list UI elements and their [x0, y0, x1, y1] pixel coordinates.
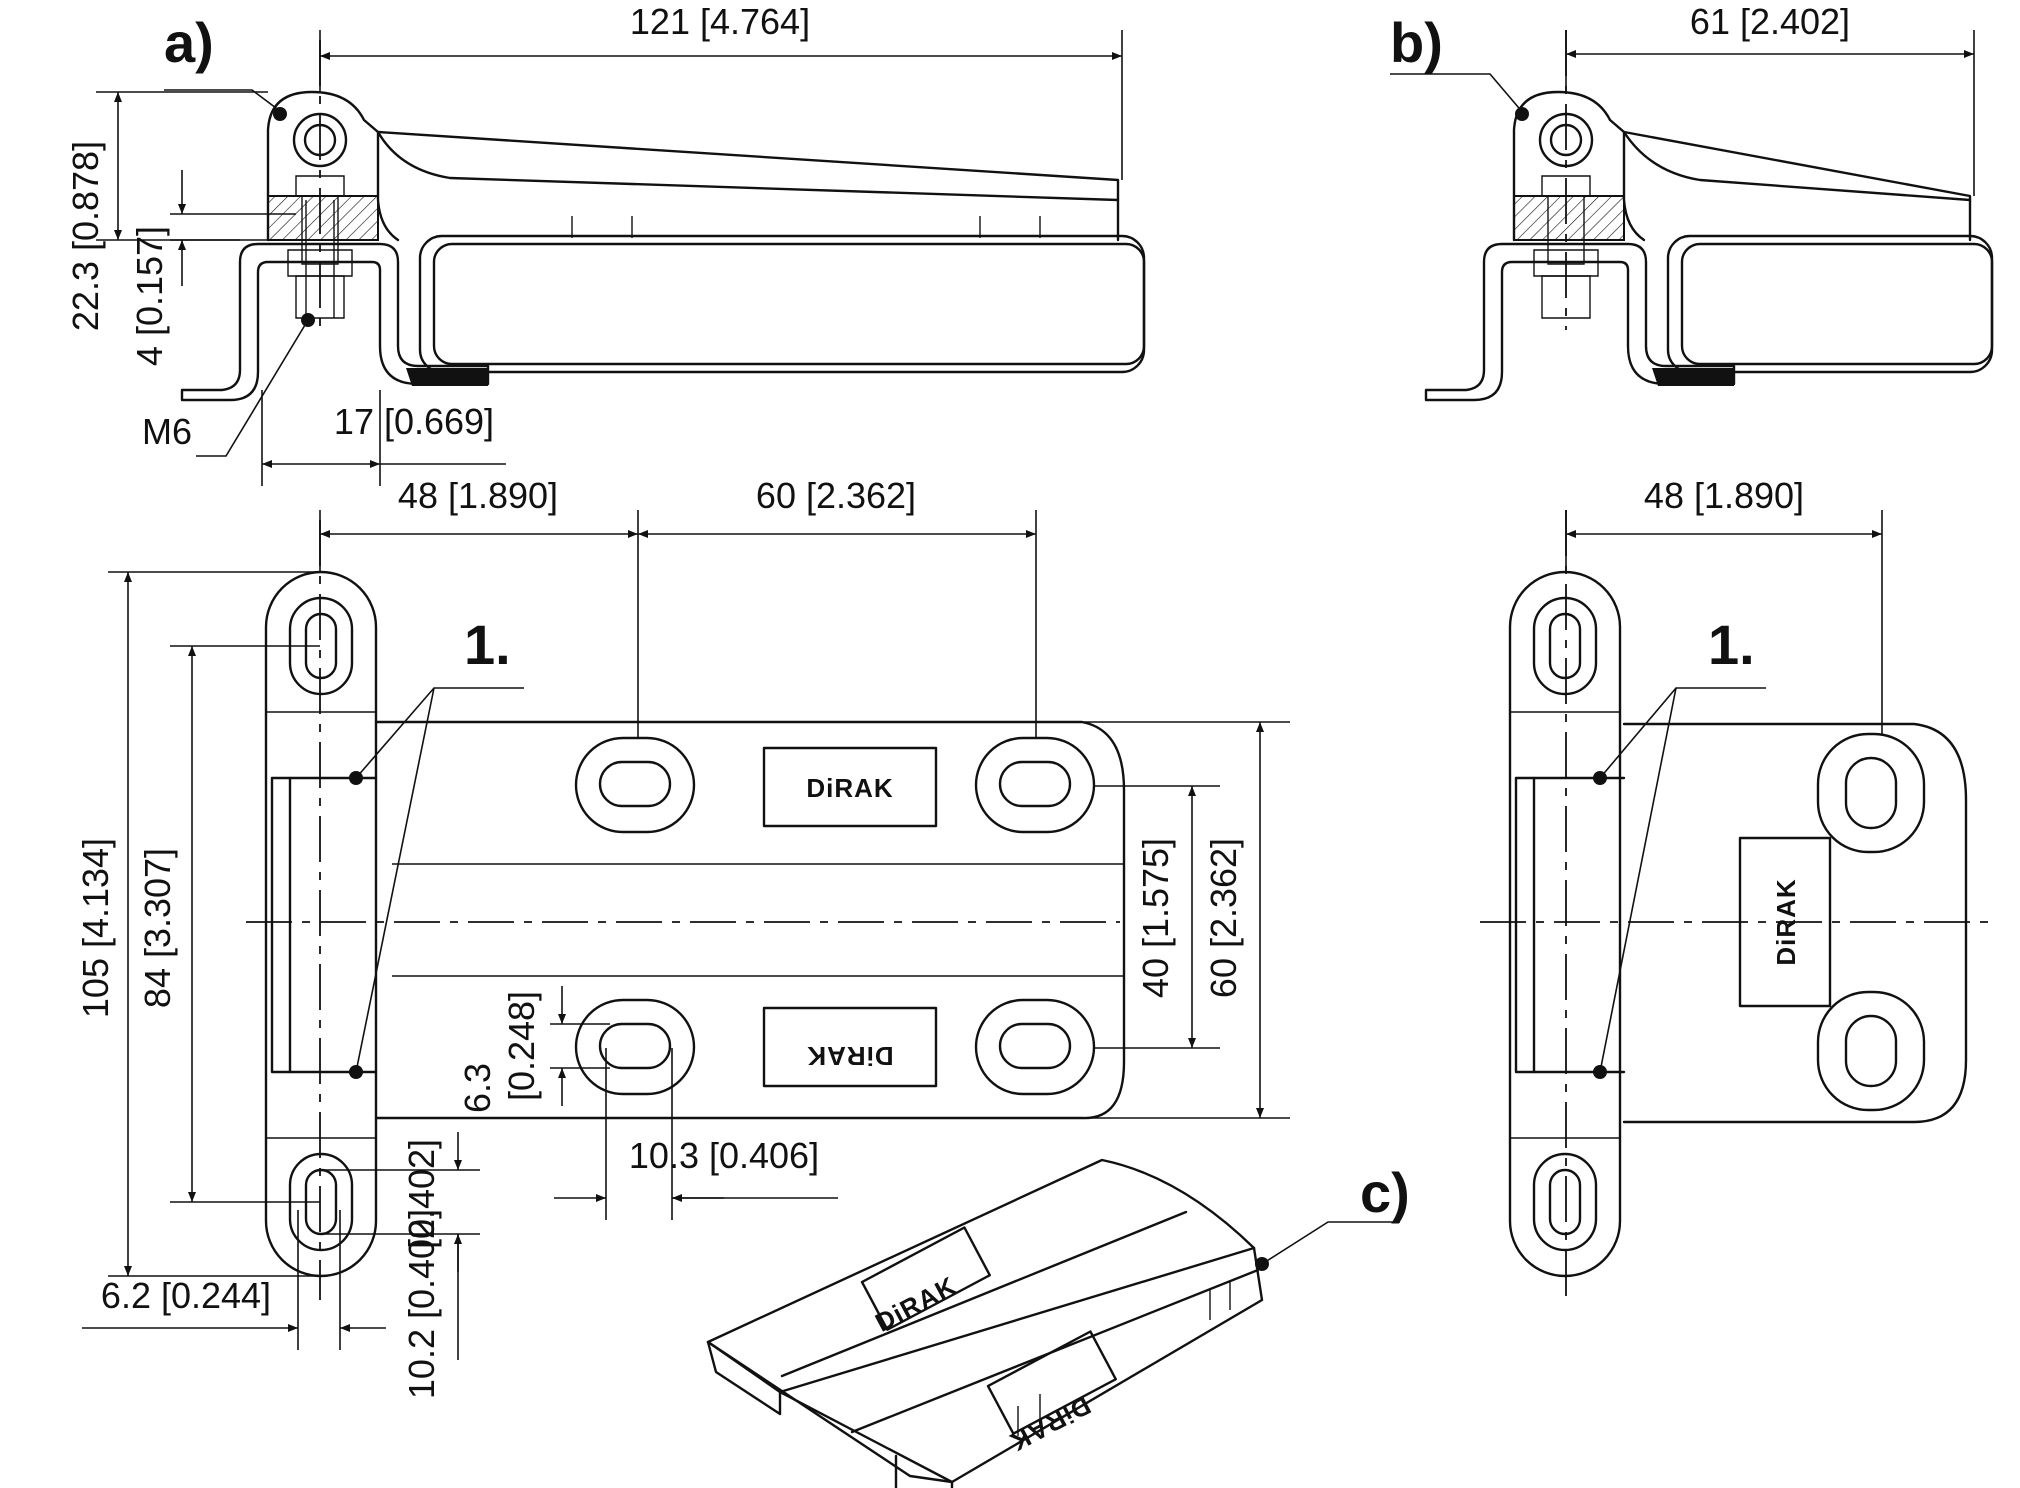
labels: a) b) c) 1. 1. M6 121 [4.764] 61 [2.402]… — [65, 1, 1850, 1399]
dim-61: 61 [2.402] — [1690, 1, 1850, 42]
dim-17: 17 [0.669] — [334, 401, 494, 442]
dim-6-3-inch: [0.248] — [501, 991, 542, 1101]
callout-number-right: 1. — [1708, 613, 1755, 676]
brand-logo-vertical: DiRAK — [1771, 878, 1801, 965]
view-b-dimensions — [1390, 30, 1975, 196]
brand-logo: DiRAK — [806, 773, 893, 803]
dim-6-2: 6.2 [0.244] — [101, 1275, 271, 1316]
view-a-label: a) — [164, 11, 214, 74]
dim-105: 105 [4.134] — [75, 838, 116, 1018]
front-view-large: DiRAK DiRAK — [246, 520, 1126, 1300]
front-view-small: DiRAK — [1480, 510, 1990, 1300]
dim-0-402: [0.402] — [401, 1139, 442, 1249]
view-a-dimensions — [96, 30, 1123, 486]
dim-10-3: 10.3 [0.406] — [629, 1135, 819, 1176]
dim-48-right: 48 [1.890] — [1644, 475, 1804, 516]
dim-121: 121 [4.764] — [630, 1, 810, 42]
dim-6-3: 6.3 — [457, 1063, 498, 1113]
view-b-label: b) — [1390, 11, 1443, 74]
thread-label: M6 — [142, 411, 192, 452]
view-c-label: c) — [1360, 1161, 1410, 1224]
dim-84: 84 [3.307] — [137, 848, 178, 1008]
view-a-section — [180, 40, 1146, 402]
brand-logo-rotated: DiRAK — [806, 1041, 893, 1071]
dim-48-left: 48 [1.890] — [398, 475, 558, 516]
view-b-section — [1424, 30, 1994, 402]
dim-40: 40 [1.575] — [1135, 838, 1176, 998]
dim-4: 4 [0.157] — [129, 226, 170, 366]
brand-logo-iso-1: DiRAK — [870, 1270, 961, 1337]
callout-number-left: 1. — [464, 613, 511, 676]
front-view-dimensions — [82, 510, 1290, 1360]
dim-60-side: 60 [2.362] — [1203, 838, 1244, 998]
dim-22-3: 22.3 [0.878] — [65, 141, 106, 331]
view-c-isometric: DiRAK DiRAK — [706, 1158, 1400, 1488]
dim-10-2: 10.2 [0.402] — [401, 1209, 442, 1399]
dim-60-top: 60 [2.362] — [756, 475, 916, 516]
